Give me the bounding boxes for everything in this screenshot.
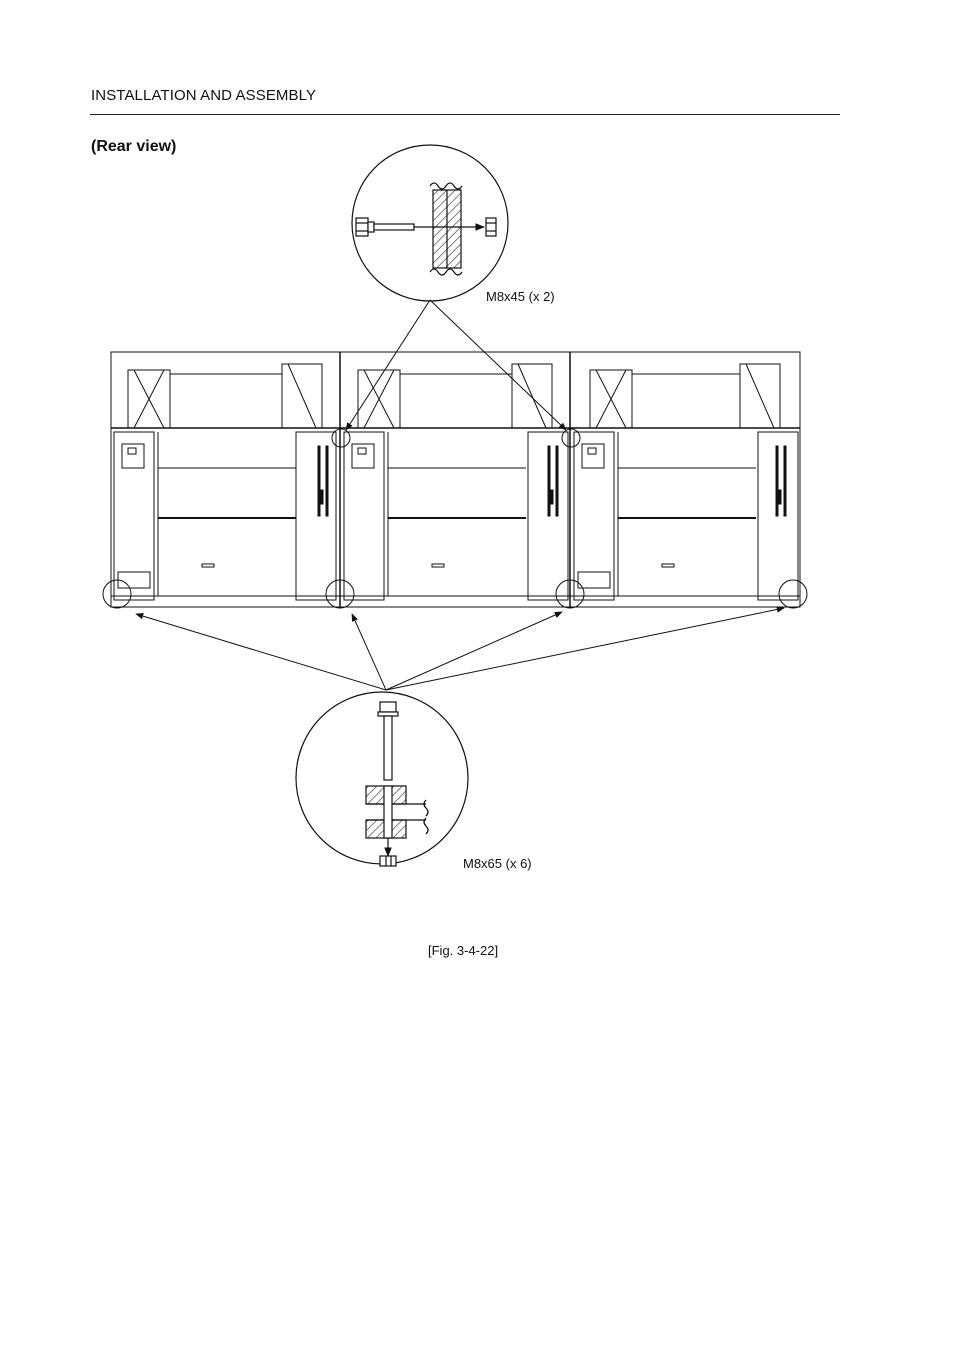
header-divider [90, 114, 840, 115]
header-section-title: INSTALLATION AND ASSEMBLY [91, 87, 317, 104]
rear-view-title: (Rear view) [91, 138, 177, 155]
callout-top-bolt: M8x45 (x 2) [486, 289, 555, 304]
module-1-terminal-strip [317, 445, 329, 517]
joint-marker-bottom-2 [325, 579, 355, 609]
module-3-top [589, 363, 781, 429]
module-2-terminal-strip [547, 445, 559, 517]
bottom-leader-lines [135, 606, 785, 691]
bottom-detail-circle [295, 691, 469, 867]
joint-marker-bottom-4 [778, 579, 808, 609]
top-leader-lines [345, 299, 567, 431]
joint-marker-top-right [561, 428, 581, 448]
unit-assembly [102, 351, 808, 609]
joint-marker-top-left [331, 428, 351, 448]
top-detail-circle [351, 144, 509, 302]
module-2-top [357, 363, 553, 429]
module-3-panels [573, 431, 799, 601]
module-1-panels [113, 431, 337, 601]
callout-bottom-bolt: M8x65 (x 6) [463, 856, 532, 871]
module-1-top [127, 363, 323, 429]
joint-marker-bottom-1 [102, 579, 132, 609]
module-3-terminal-strip [775, 445, 787, 517]
module-2-panels [343, 431, 569, 601]
joint-marker-bottom-3 [555, 579, 585, 609]
figure-caption: [Fig. 3-4-22] [428, 943, 499, 958]
